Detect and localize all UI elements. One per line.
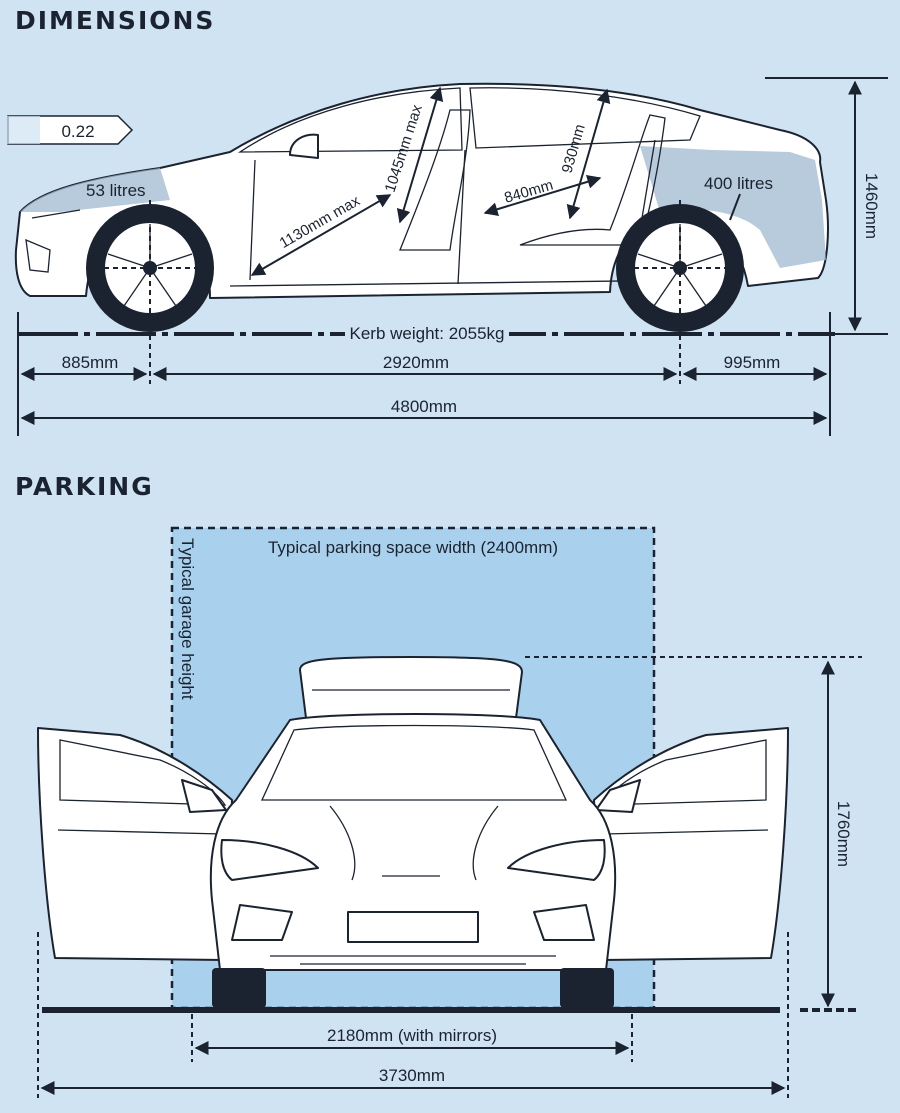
dimensions-heading: DIMENSIONS <box>15 6 216 35</box>
front-overhang-label: 885mm <box>62 353 119 372</box>
height-label: 1460mm <box>862 173 881 239</box>
mirror-width-label: 2180mm (with mirrors) <box>327 1026 497 1045</box>
rear-headroom-arrow <box>566 88 611 220</box>
wheelbase-label: 2920mm <box>383 353 449 372</box>
kerb-weight-label: Kerb weight: 2055kg <box>350 324 505 343</box>
rear-overhang-label: 995mm <box>724 353 781 372</box>
svg-text:0.22: 0.22 <box>61 122 94 141</box>
parking-space-width-label: Typical parking space width (2400mm) <box>268 538 558 557</box>
front-boot-label: 53 litres <box>86 181 146 200</box>
drag-coefficient-badge: 0.22 <box>0 115 134 145</box>
front-headroom-arrow <box>396 86 444 224</box>
front-view-car <box>37 656 789 1008</box>
length-label: 4800mm <box>391 397 457 416</box>
front-legroom-arrow <box>250 194 392 276</box>
doors-open-width-label: 3730mm <box>379 1066 445 1085</box>
garage-height-label: Typical garage height <box>178 538 197 700</box>
parking-heading: PARKING <box>15 472 154 501</box>
rear-boot-label: 400 litres <box>704 174 773 193</box>
boot-open-height-label: 1760mm <box>834 801 853 867</box>
